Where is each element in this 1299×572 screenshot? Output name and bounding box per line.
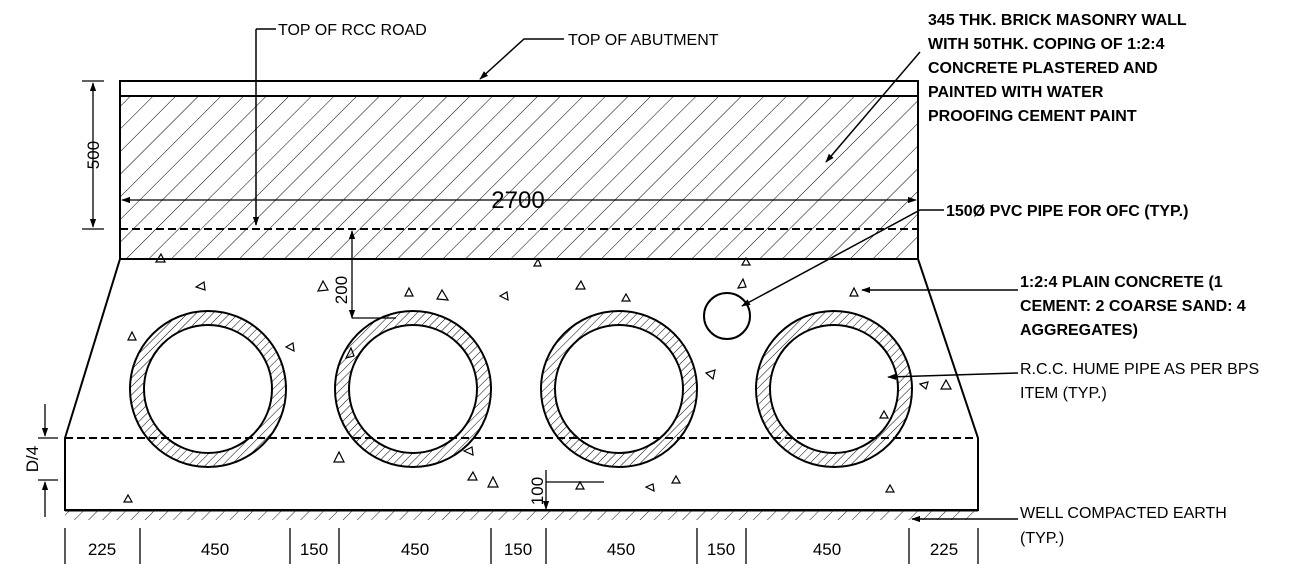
dim-side: D/4: [23, 446, 42, 472]
hume-pipe-3: [539, 310, 699, 468]
dim-bottom-6: 450: [607, 540, 635, 559]
brick-masonry-wall: [119, 80, 919, 260]
dim-bottom-1: 225: [88, 540, 116, 559]
dim-bottom-9: 225: [930, 540, 958, 559]
dim-bottom-7: 150: [707, 540, 735, 559]
label-brick-wall-line-1: 345 THK. BRICK MASONRY WALL: [928, 12, 1187, 29]
label-brick-wall-line-3: CONCRETE PLASTERED AND: [928, 60, 1158, 77]
label-brick-wall: 345 THK. BRICK MASONRY WALL WITH 50THK. …: [928, 12, 1187, 125]
leader-top-abutment: [479, 38, 564, 80]
label-pvc-pipe: 150Ø PVC PIPE FOR OFC (TYP.): [946, 203, 1188, 220]
dim-bottom-4: 450: [401, 540, 429, 559]
wall-coping: [119, 80, 919, 97]
label-top-rcc-road: TOP OF RCC ROAD: [278, 22, 427, 39]
plain-concrete-body: [64, 258, 979, 511]
leader-brick-wall: [825, 51, 921, 163]
label-plain-concrete-line-1: 1:2:4 PLAIN CONCRETE (1: [1020, 274, 1223, 291]
hume-pipe-4: [754, 310, 914, 468]
dim-wall-height: 500: [84, 141, 103, 169]
label-brick-wall-line-5: PROOFING CEMENT PAINT: [928, 108, 1137, 125]
label-plain-concrete: 1:2:4 PLAIN CONCRETE (1 CEMENT: 2 COARSE…: [1020, 274, 1246, 339]
dimension-lines: [38, 80, 979, 564]
label-hume-pipe: R.C.C. HUME PIPE AS PER BPS ITEM (TYP.): [1020, 361, 1259, 402]
dim-cover: 200: [332, 276, 351, 304]
dim-bottom-8: 450: [813, 540, 841, 559]
label-earth-line-2: (TYP.): [1020, 530, 1064, 547]
dim-width: 2700: [491, 187, 544, 214]
pvc-pipe: [703, 292, 751, 340]
label-hume-pipe-line-1: R.C.C. HUME PIPE AS PER BPS: [1020, 361, 1259, 378]
compacted-earth: [65, 510, 978, 520]
label-earth-line-1: WELL COMPACTED EARTH: [1020, 505, 1227, 522]
leader-hume-pipe: [887, 372, 1019, 380]
dim-bed: 100: [528, 477, 547, 505]
label-plain-concrete-line-3: AGGREGATES): [1020, 322, 1138, 339]
label-earth: WELL COMPACTED EARTH (TYP.): [1020, 505, 1227, 547]
label-top-abutment: TOP OF ABUTMENT: [568, 32, 719, 49]
label-brick-wall-line-2: WITH 50THK. COPING OF 1:2:4: [928, 36, 1165, 53]
dim-bottom-3: 150: [300, 540, 328, 559]
dim-bottom-2: 450: [201, 540, 229, 559]
bottom-dimensions: 225 450 150 450 150 450 150 450 225: [88, 540, 958, 559]
leader-lines: [252, 28, 1019, 523]
leader-pvc-pipe: [741, 209, 944, 307]
hume-pipe-1: [128, 310, 288, 468]
label-plain-concrete-line-2: CEMENT: 2 COARSE SAND: 4: [1020, 298, 1246, 315]
dim-bottom-5: 150: [504, 540, 532, 559]
label-brick-wall-line-4: PAINTED WITH WATER: [928, 84, 1104, 101]
hume-pipe-2: [333, 310, 493, 468]
label-hume-pipe-line-2: ITEM (TYP.): [1020, 385, 1107, 402]
